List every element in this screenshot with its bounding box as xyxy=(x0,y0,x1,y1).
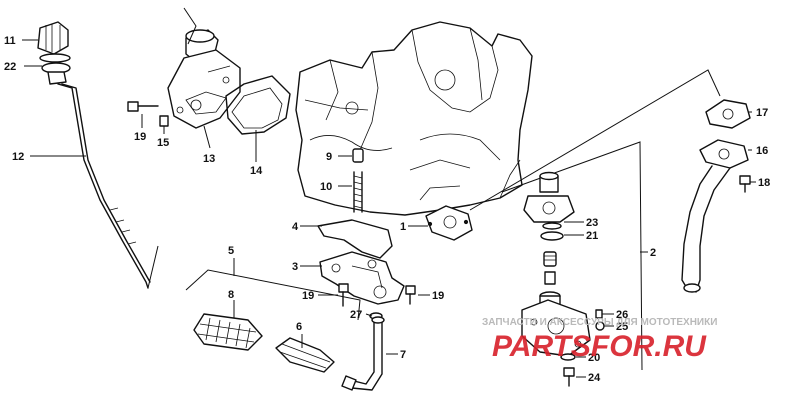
dowel-pin-9 xyxy=(352,148,364,163)
callout-11: 11 xyxy=(4,35,16,47)
callout-5: 5 xyxy=(228,245,234,257)
o-ring-21 xyxy=(540,231,564,241)
callout-20: 20 xyxy=(588,352,600,364)
oil-pump-body xyxy=(319,251,405,305)
breather-cover xyxy=(167,29,241,129)
washer-20 xyxy=(560,353,576,361)
relief-valve-base xyxy=(521,291,591,357)
dipstick xyxy=(47,71,151,289)
callout-27: 27 xyxy=(350,309,362,321)
callout-2: 2 xyxy=(650,247,656,259)
relief-valve-piston xyxy=(544,271,556,285)
callout-26: 26 xyxy=(616,309,628,321)
watermark-tagline: ЗАПЧАСТИ И АКСЕССУРЫ ДЛЯ МОТОТЕХНИКИ xyxy=(482,317,717,328)
callout-12: 12 xyxy=(12,151,24,163)
callout-4: 4 xyxy=(292,221,299,233)
relief-valve-spring xyxy=(543,251,557,267)
oil-pipe xyxy=(681,139,749,293)
relief-valve-top xyxy=(523,171,575,223)
callout-18: 18 xyxy=(758,177,770,189)
pump-gasket xyxy=(317,219,393,259)
callout-23: 23 xyxy=(586,217,598,229)
callout-17: 17 xyxy=(756,107,768,119)
callout-1: 1 xyxy=(400,221,406,233)
callout-14: 14 xyxy=(250,165,263,177)
callout-15: 15 xyxy=(157,137,169,149)
callout-22: 22 xyxy=(4,61,16,73)
watermark-brand: PARTSFOR.RU xyxy=(492,330,707,363)
callout-16: 16 xyxy=(756,145,768,157)
joint-plate xyxy=(425,205,473,241)
callout-25: 25 xyxy=(616,321,628,333)
bolt-19-left xyxy=(338,283,349,307)
callout-9: 9 xyxy=(326,151,332,163)
bolt-19-cover xyxy=(127,101,159,112)
bolt-18 xyxy=(739,175,751,193)
callout-24: 24 xyxy=(588,372,601,384)
callout-19-pump-right: 19 xyxy=(432,290,444,302)
pipe-gasket xyxy=(705,99,751,129)
strainer-group-bracket xyxy=(185,269,361,321)
stud-10 xyxy=(353,171,363,213)
callout-19-cover: 19 xyxy=(134,131,146,143)
callout-13: 13 xyxy=(203,153,215,165)
oil-filler-cap xyxy=(37,21,71,63)
callout-10: 10 xyxy=(320,181,332,193)
oil-filter xyxy=(275,337,335,373)
washer-15 xyxy=(159,115,169,127)
callout-6: 6 xyxy=(296,321,302,333)
pipe-bracket-line xyxy=(469,69,721,211)
bolt-24 xyxy=(563,367,575,387)
callout-21: 21 xyxy=(586,230,598,242)
bolt-19-right xyxy=(405,285,416,305)
leader-lines xyxy=(22,7,756,378)
callout-labels: 11 22 12 19 15 13 14 9 10 4 1 3 5 8 6 19… xyxy=(4,35,770,384)
pickup-pipe xyxy=(341,316,385,391)
o-ring-23 xyxy=(542,222,562,230)
callout-8: 8 xyxy=(228,289,234,301)
callout-3: 3 xyxy=(292,261,298,273)
breather-gasket xyxy=(225,75,291,135)
callout-19-pump-left: 19 xyxy=(302,290,314,302)
callout-7: 7 xyxy=(400,349,406,361)
engine-block xyxy=(295,21,533,216)
oil-strainer-screen xyxy=(193,313,263,351)
watermark: ЗАПЧАСТИ И АКСЕССУРЫ ДЛЯ МОТОТЕХНИКИ PAR… xyxy=(482,317,717,363)
